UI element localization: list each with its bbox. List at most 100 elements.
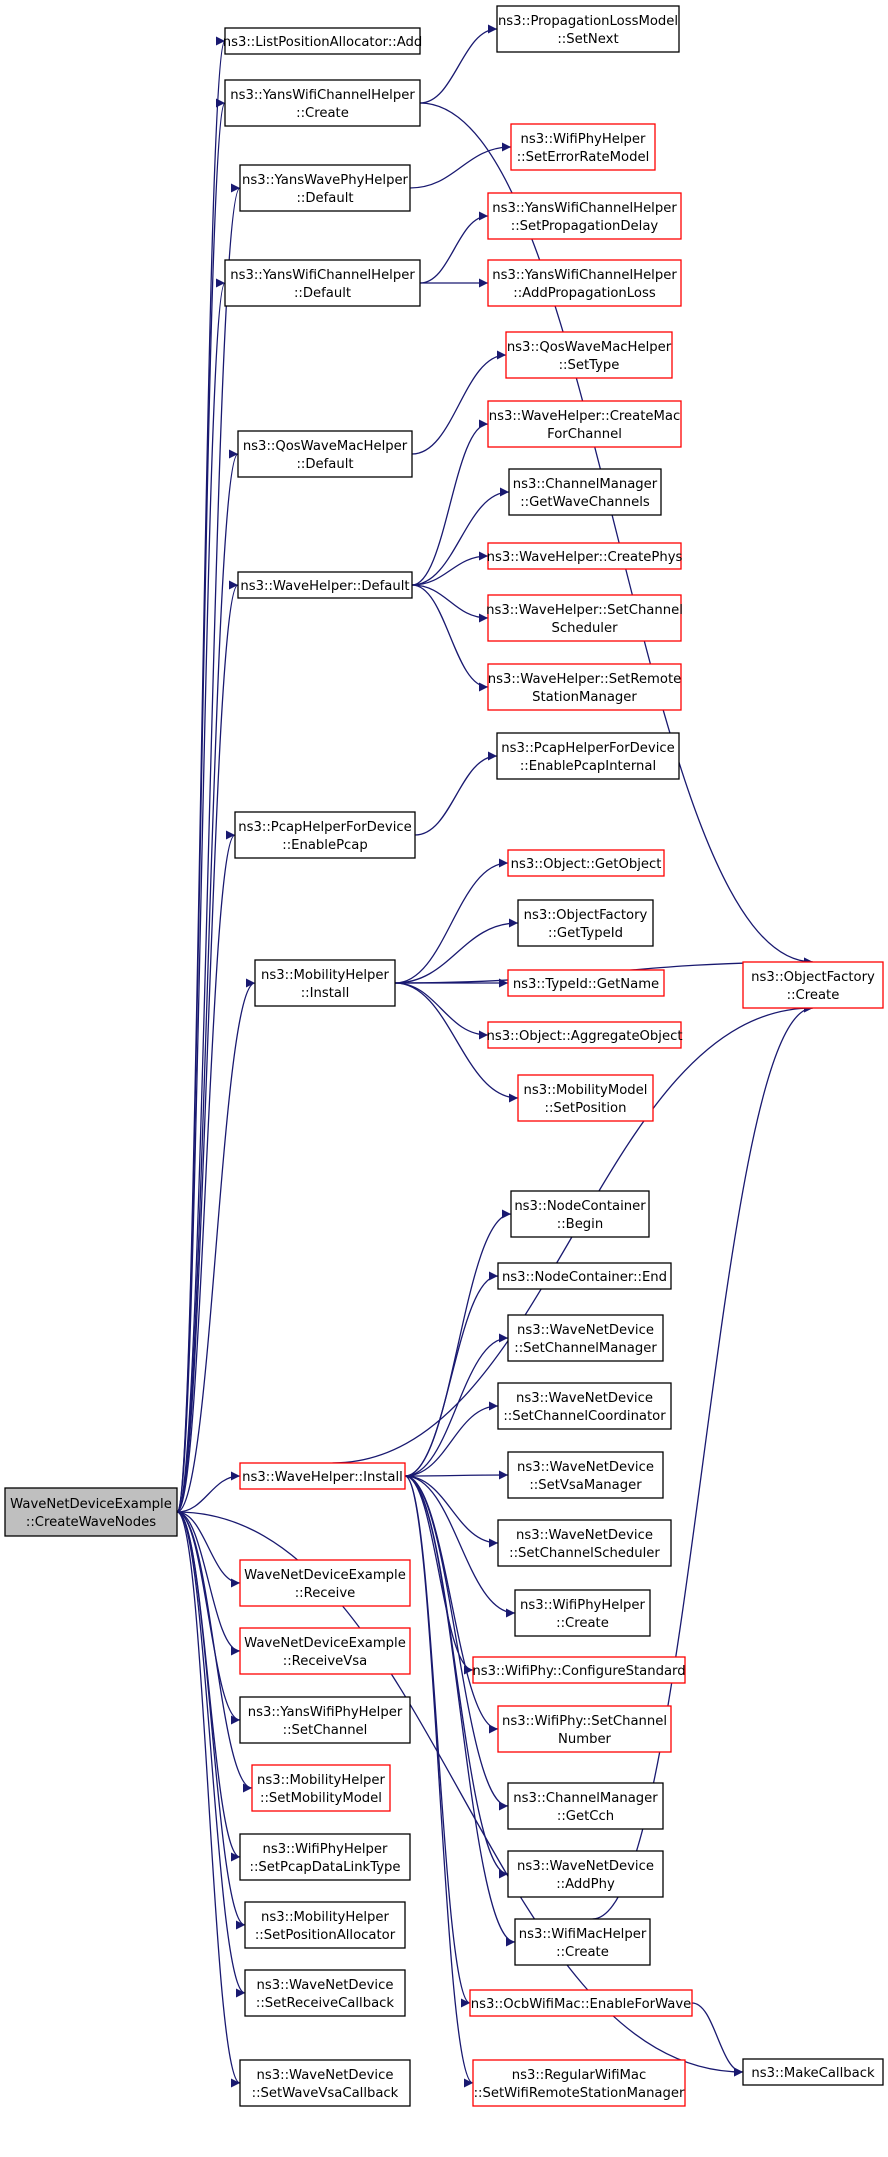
node-box: [742, 2058, 884, 2086]
edge-mobility_install-to-mobmodel_setpos: [394, 982, 519, 1103]
node-mob_setposalloc[interactable]: ns3::MobilityHelper::SetPositionAllocato…: [244, 1901, 406, 1949]
node-wnd_setvsacb[interactable]: ns3::WaveNetDevice::SetWaveVsaCallback: [239, 2059, 411, 2107]
node-yanswavephy_default[interactable]: ns3::YansWavePhyHelper::Default: [239, 164, 411, 212]
node-prop_setnext[interactable]: ns3::PropagationLossModel::SetNext: [496, 5, 680, 53]
node-wifiphy_configstd[interactable]: ns3::WifiPhy::ConfigureStandard: [472, 1656, 686, 1684]
node-qosmac_settype[interactable]: ns3::QosWaveMacHelper::SetType: [505, 331, 673, 379]
node-label: ns3::PcapHelperForDevice: [501, 741, 674, 756]
node-typeid_getname[interactable]: ns3::TypeId::GetName: [507, 969, 665, 997]
node-box: [497, 1382, 672, 1430]
edge-wave_install-to-regular_setremote: [404, 1475, 474, 2088]
node-label: ns3::MobilityHelper: [257, 1773, 385, 1788]
node-wnd_setchanmgr[interactable]: ns3::WaveNetDevice::SetChannelManager: [507, 1314, 664, 1362]
node-box: [244, 1901, 406, 1949]
node-label: ns3::YansWifiChannelHelper: [492, 201, 677, 216]
node-wave_createphys[interactable]: ns3::WaveHelper::CreatePhys: [487, 542, 683, 570]
edge-yanschan_create-to-prop_setnext: [419, 24, 498, 104]
edge-wave_install-to-wifiphy_setchannum: [404, 1475, 499, 1734]
edge-wave_install-to-wifiphyh_create: [404, 1475, 516, 1618]
node-ex_receivevsa[interactable]: WaveNetDeviceExample::ReceiveVsa: [239, 1627, 411, 1675]
edge-root-to-ex_receive: [176, 1511, 241, 1588]
node-chanmgr_getwave[interactable]: ns3::ChannelManager::GetWaveChannels: [508, 468, 662, 516]
edge-wave_default-to-wave_setremote: [411, 584, 489, 692]
node-label: ns3::QosWaveMacHelper: [243, 439, 408, 454]
nodes: WaveNetDeviceExample::CreateWaveNodesns3…: [4, 5, 884, 2107]
node-chanmgr_getcch[interactable]: ns3::ChannelManager::GetCch: [507, 1782, 664, 1830]
node-regular_setremote[interactable]: ns3::RegularWifiMac::SetWifiRemoteStatio…: [472, 2059, 686, 2107]
node-objfact_create[interactable]: ns3::ObjectFactory::Create: [742, 961, 884, 1009]
node-label: ns3::Object::GetObject: [511, 857, 662, 872]
node-label: ns3::WaveNetDevice: [257, 2068, 394, 2083]
node-mobmodel_setpos[interactable]: ns3::MobilityModel::SetPosition: [517, 1074, 654, 1122]
node-objfact_gettypeid[interactable]: ns3::ObjectFactory::GetTypeId: [517, 899, 654, 947]
node-label: ::SetVsaManager: [529, 1478, 642, 1493]
node-ex_receive[interactable]: WaveNetDeviceExample::Receive: [239, 1559, 411, 1607]
node-label: WaveNetDeviceExample: [244, 1636, 406, 1651]
node-box: [251, 1764, 391, 1812]
node-label: ns3::YansWifiPhyHelper: [248, 1705, 403, 1720]
node-wifimac_create[interactable]: ns3::WifiMacHelper::Create: [514, 1918, 651, 1966]
node-label: ::EnablePcapInternal: [520, 759, 656, 774]
node-label: ::Install: [301, 986, 350, 1001]
edge-wave_install-to-wifiphy_configstd: [404, 1475, 474, 1675]
node-box: [239, 164, 411, 212]
node-label: WaveNetDeviceExample: [10, 1497, 172, 1512]
node-wave_default[interactable]: ns3::WaveHelper::Default: [237, 571, 413, 599]
node-label: ns3::NodeContainer: [514, 1199, 646, 1214]
node-obj_aggregate[interactable]: ns3::Object::AggregateObject: [486, 1021, 683, 1049]
node-wave_install[interactable]: ns3::WaveHelper::Install: [239, 1462, 406, 1490]
node-label: ::SetChannelManager: [514, 1341, 657, 1356]
node-box: [507, 969, 665, 997]
node-nodecont_begin[interactable]: ns3::NodeContainer::Begin: [510, 1190, 650, 1238]
node-yanschan_addloss[interactable]: ns3::YansWifiChannelHelper::AddPropagati…: [487, 259, 682, 307]
edge-root-to-mob_setposalloc: [176, 1511, 246, 1930]
node-label: ::Create: [787, 988, 840, 1003]
node-wifiphy_seterr[interactable]: ns3::WifiPhyHelper::SetErrorRateModel: [510, 123, 656, 171]
node-label: ns3::MakeCallback: [751, 2066, 875, 2081]
node-label: ns3::WifiPhyHelper: [521, 132, 647, 147]
node-yansphy_setchan[interactable]: ns3::YansWifiPhyHelper::SetChannel: [239, 1696, 411, 1744]
node-label: ns3::MobilityHelper: [261, 968, 389, 983]
node-yanschan_create[interactable]: ns3::YansWifiChannelHelper::Create: [224, 79, 421, 127]
node-wifiphyh_create[interactable]: ns3::WifiPhyHelper::Create: [514, 1589, 651, 1637]
node-ocb_enablewave[interactable]: ns3::OcbWifiMac::EnableForWave: [469, 1989, 693, 2017]
node-box: [4, 1487, 178, 1537]
node-wave_setchansched[interactable]: ns3::WaveHelper::SetChannelScheduler: [486, 594, 683, 642]
node-label: ns3::MobilityHelper: [261, 1910, 389, 1925]
node-box: [496, 732, 680, 780]
node-wifiphyh_setpcap[interactable]: ns3::WifiPhyHelper::SetPcapDataLinkType: [239, 1833, 411, 1881]
node-label: ns3::PropagationLossModel: [498, 14, 678, 29]
node-root[interactable]: WaveNetDeviceExample::CreateWaveNodes: [4, 1487, 178, 1537]
node-wnd_addphy[interactable]: ns3::WaveNetDevice::AddPhy: [507, 1850, 664, 1898]
node-qosmac_default[interactable]: ns3::QosWaveMacHelper::Default: [237, 430, 413, 478]
edge-wave_default-to-chanmgr_getwave: [411, 487, 510, 586]
node-mob_setmodel[interactable]: ns3::MobilityHelper::SetMobilityModel: [251, 1764, 391, 1812]
node-label: ns3::MobilityModel: [524, 1083, 648, 1098]
edge-mobility_install-to-obj_aggregate: [394, 982, 489, 1040]
node-box: [254, 959, 396, 1007]
node-pcapdev_enable[interactable]: ns3::PcapHelperForDevice::EnablePcap: [234, 811, 416, 859]
node-obj_getobject[interactable]: ns3::Object::GetObject: [507, 849, 665, 877]
node-pcapdev_internal[interactable]: ns3::PcapHelperForDevice::EnablePcapInte…: [496, 732, 680, 780]
node-label: ::SetPositionAllocator: [255, 1928, 396, 1943]
node-wnd_setrecvcb[interactable]: ns3::WaveNetDevice::SetReceiveCallback: [244, 1969, 406, 2017]
node-mobility_install[interactable]: ns3::MobilityHelper::Install: [254, 959, 396, 1007]
edge-ocb_enablewave-to-makecallback: [691, 2002, 744, 2077]
node-wnd_setchansched[interactable]: ns3::WaveNetDevice::SetChannelScheduler: [497, 1519, 672, 1567]
node-box: [507, 1314, 664, 1362]
node-listpos_add[interactable]: ns3::ListPositionAllocator::Add: [223, 27, 423, 55]
node-wnd_setchancoord[interactable]: ns3::WaveNetDevice::SetChannelCoordinato…: [497, 1382, 672, 1430]
node-box: [469, 1989, 693, 2017]
node-box: [517, 1074, 654, 1122]
node-nodecont_end[interactable]: ns3::NodeContainer::End: [497, 1262, 672, 1290]
node-box: [244, 1969, 406, 2017]
node-yanschan_setdelay[interactable]: ns3::YansWifiChannelHelper::SetPropagati…: [487, 192, 682, 240]
node-label: ::GetWaveChannels: [520, 495, 650, 510]
node-yanschan_default[interactable]: ns3::YansWifiChannelHelper::Default: [224, 259, 421, 307]
node-label: ns3::ListPositionAllocator::Add: [223, 35, 423, 50]
node-wnd_setvsa[interactable]: ns3::WaveNetDevice::SetVsaManager: [507, 1451, 664, 1499]
node-makecallback[interactable]: ns3::MakeCallback: [742, 2058, 884, 2086]
